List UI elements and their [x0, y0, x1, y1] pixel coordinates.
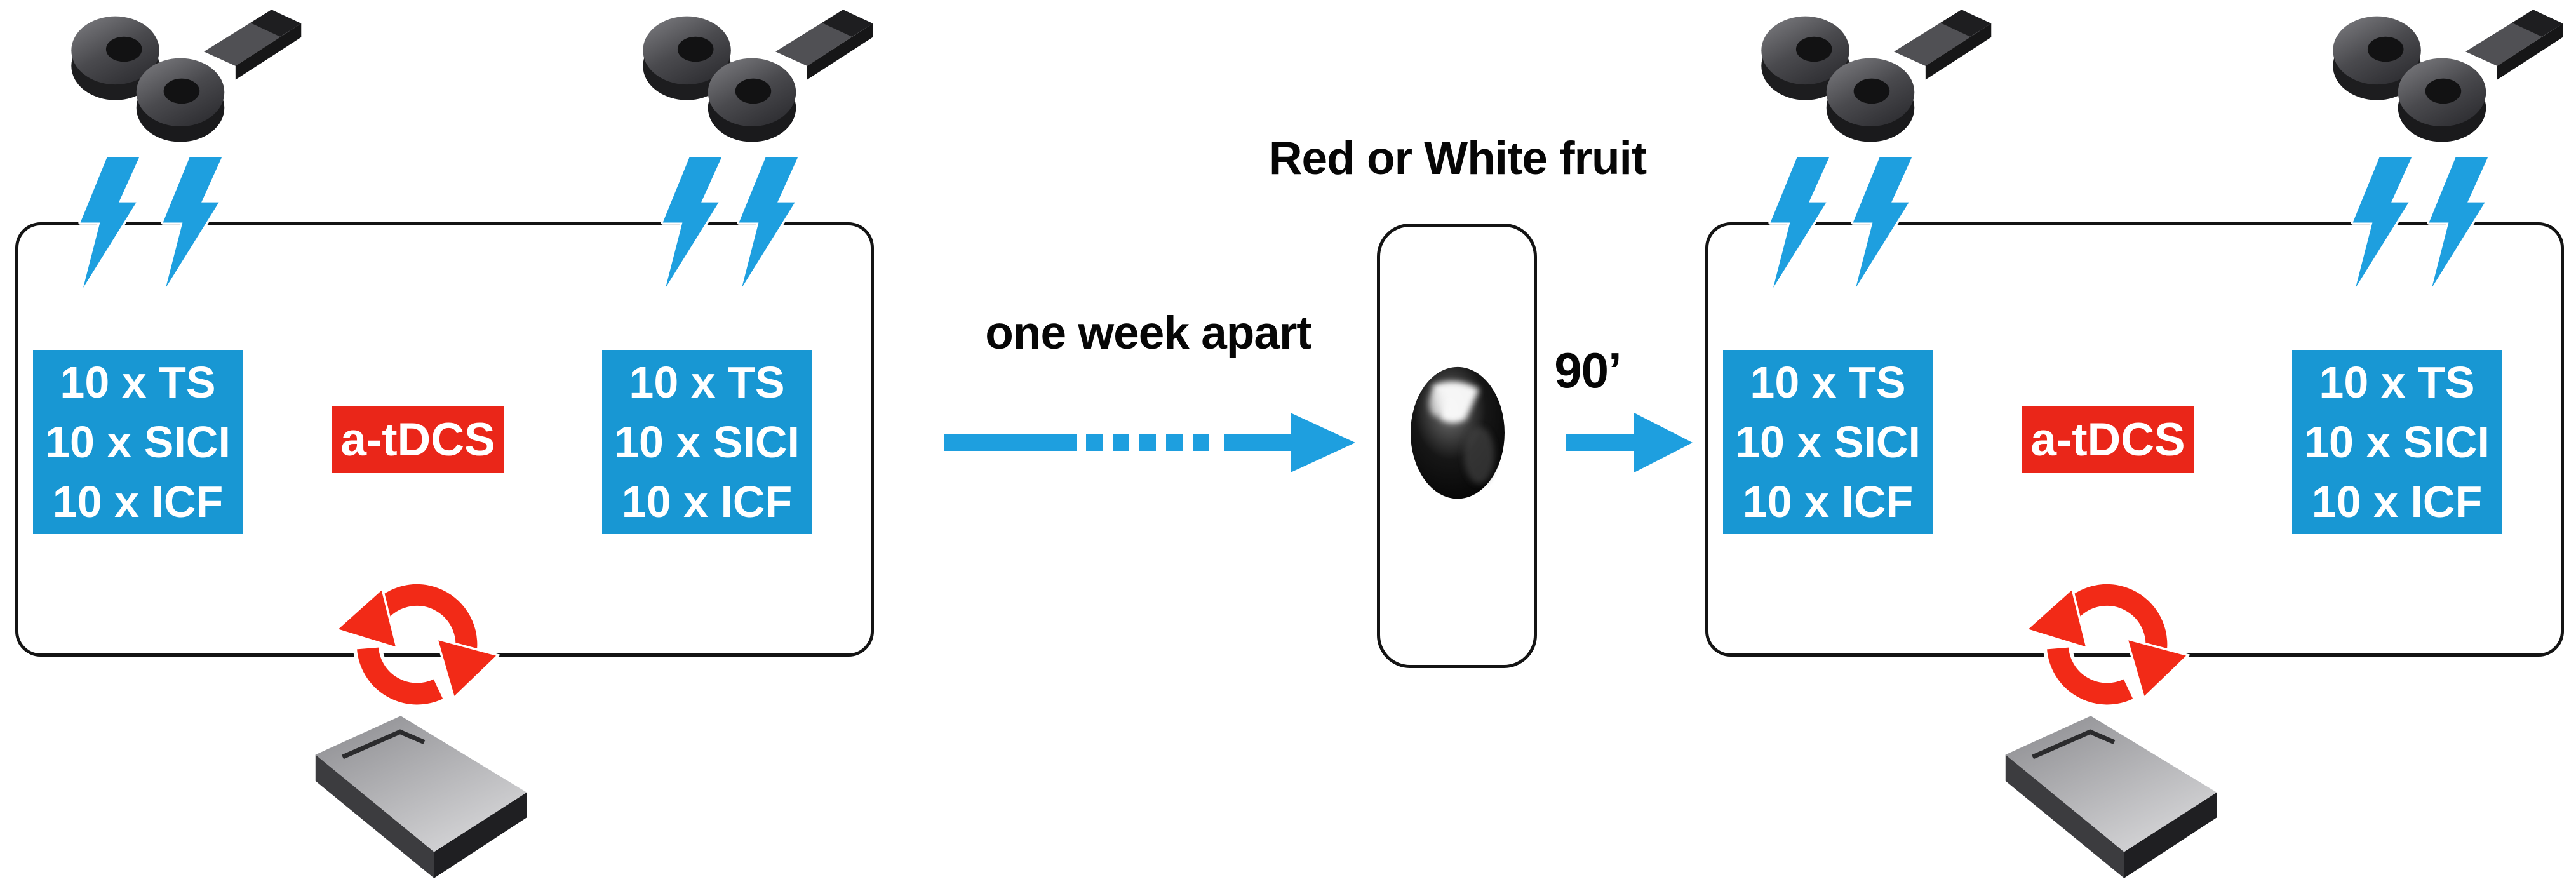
- lightning-bolt-icon: [652, 157, 721, 288]
- measure-count: 10 x TS: [2319, 358, 2475, 407]
- crossover-cycle-icon: [2022, 569, 2193, 721]
- lightning-bolt-icon: [728, 157, 798, 288]
- measure-count: 10 x SICI: [1735, 417, 1921, 467]
- tms-coil-icon: [1743, 3, 1997, 158]
- measure-count: 10 x ICF: [52, 477, 224, 526]
- tdcs-stimulator-icon: [2001, 711, 2223, 883]
- delay-arrow-icon: [1566, 413, 1693, 472]
- lightning-bolt-icon: [152, 157, 222, 288]
- fruit-frame: [1377, 224, 1537, 668]
- tms-coil-icon: [625, 3, 879, 158]
- fruit-condition-label: Red or White fruit: [1268, 133, 1647, 184]
- tms-measures-box: 10 x TS 10 x SICI 10 x ICF: [602, 350, 812, 534]
- lightning-bolt-icon: [2418, 157, 2488, 288]
- tms-measures-box: 10 x TS 10 x SICI 10 x ICF: [2292, 350, 2502, 534]
- tms-measures-box: 10 x TS 10 x SICI 10 x ICF: [33, 350, 243, 534]
- tdcs-label: a-tDCS: [2022, 406, 2194, 473]
- measure-count: 10 x ICF: [2311, 477, 2483, 526]
- measure-count: 10 x SICI: [45, 417, 231, 467]
- lightning-bolt-icon: [1759, 157, 1829, 288]
- interval-label: one week apart: [985, 307, 1311, 359]
- tms-coil-icon: [2315, 3, 2569, 158]
- measure-count: 10 x SICI: [2304, 417, 2490, 467]
- session-panel-1: 10 x TS 10 x SICI 10 x ICF a-tDCS 10 x T…: [15, 0, 879, 891]
- tdcs-stimulator-icon: [311, 711, 533, 883]
- one-week-arrow-icon: [944, 413, 1355, 472]
- crossover-cycle-icon: [332, 569, 503, 721]
- session-panel-2: 10 x TS 10 x SICI 10 x ICF a-tDCS 10 x T…: [1705, 0, 2569, 891]
- lightning-bolt-icon: [69, 157, 139, 288]
- measure-count: 10 x SICI: [614, 417, 800, 467]
- measure-count: 10 x ICF: [1742, 477, 1914, 526]
- tms-measures-box: 10 x TS 10 x SICI 10 x ICF: [1723, 350, 1933, 534]
- tms-coil-icon: [53, 3, 307, 158]
- tdcs-label: a-tDCS: [332, 406, 504, 473]
- grape-icon: [1400, 363, 1515, 509]
- lightning-bolt-icon: [2342, 157, 2412, 288]
- measure-count: 10 x TS: [629, 358, 785, 407]
- delay-label: 90’: [1554, 342, 1621, 398]
- measure-count: 10 x TS: [1750, 358, 1906, 407]
- measure-count: 10 x TS: [60, 358, 216, 407]
- measure-count: 10 x ICF: [621, 477, 793, 526]
- lightning-bolt-icon: [1842, 157, 1912, 288]
